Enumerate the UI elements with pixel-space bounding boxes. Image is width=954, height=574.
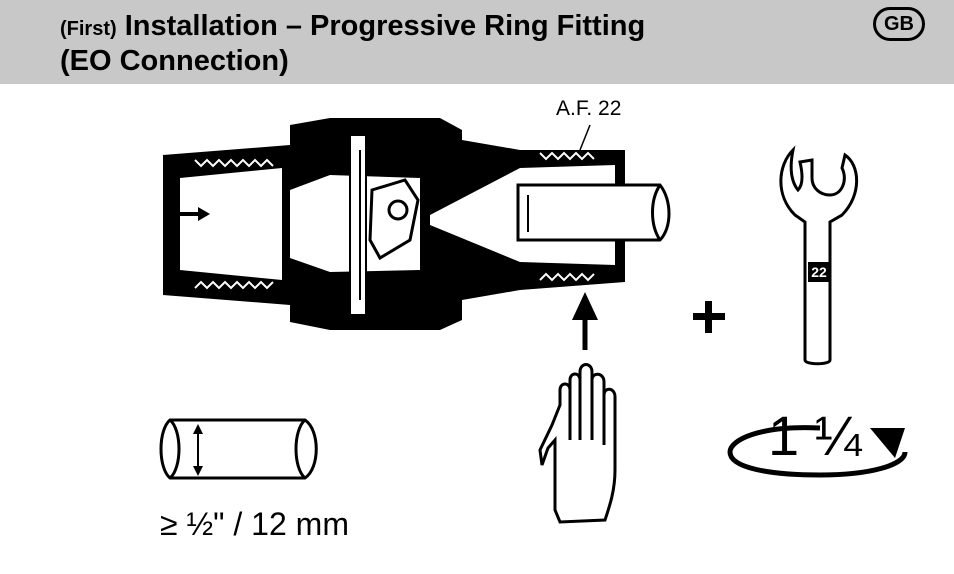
- rotate-arrow-icon: [727, 425, 908, 478]
- hand-icon: [538, 363, 617, 524]
- title-main: Installation – Progressive Ring Fitting: [124, 10, 646, 42]
- header-bar: (First) Installation – Progressive Ring …: [0, 0, 954, 84]
- language-badge: GB: [873, 7, 925, 41]
- flow-arrow-icon: [175, 207, 210, 221]
- page-title: (First) Installation – Progressive Ring …: [60, 10, 645, 77]
- turns-label: 1 ¼: [768, 404, 862, 467]
- insert-arrow-icon: [572, 292, 598, 350]
- title-line2: (EO Connection): [60, 45, 289, 77]
- wrench-size-marking: 22: [808, 262, 830, 282]
- pipe-icon: [159, 418, 318, 480]
- diameter-arrow-icon: [193, 424, 203, 476]
- fitting-cross-section: [163, 118, 671, 330]
- wrench-icon: [779, 145, 859, 366]
- pipe-size-label: ≥ ½" / 12 mm: [160, 506, 349, 542]
- af-leader-line: [579, 124, 591, 151]
- wrench-size-label: A.F. 22: [556, 97, 622, 120]
- plus-icon: [693, 301, 725, 333]
- title-prefix: (First): [60, 18, 117, 40]
